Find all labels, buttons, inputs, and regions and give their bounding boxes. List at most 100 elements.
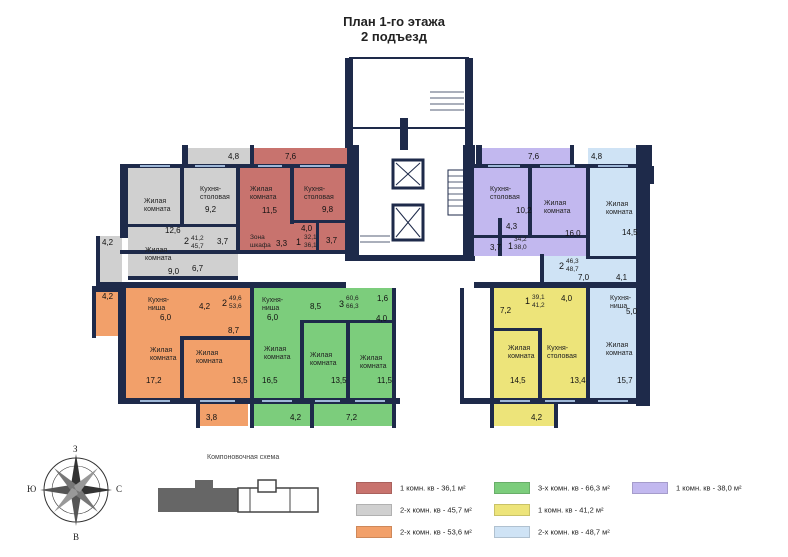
orange-living-sum: 49,6	[229, 295, 242, 302]
yellow-hall-area: 7,2	[500, 306, 512, 315]
apartment-orange[interactable]	[96, 288, 250, 426]
orange-rooms-count: 2	[222, 298, 227, 308]
green-wc-area: 1,6	[377, 294, 389, 303]
red-hall-area: 3,7	[326, 236, 338, 245]
legend-item-grey: 2-х комн. кв - 45,7 м²	[356, 504, 472, 516]
legend-swatch	[356, 504, 392, 516]
grey-rooms-count: 2	[184, 236, 189, 246]
apartment-green[interactable]	[254, 288, 394, 426]
grey-balcony2-area: 4,2	[102, 238, 114, 247]
purple-living-area: 16,0	[565, 229, 581, 238]
legend-swatch	[494, 526, 530, 538]
legend-item-orange: 2-х комн. кв - 53,6 м²	[356, 526, 472, 538]
orange-living2-area: 13,5	[232, 376, 248, 385]
lightblue-kitchen-area: 5,0	[626, 307, 638, 316]
lightblue-living2-area: 15,7	[617, 376, 633, 385]
lightblue-bath-area: 4,1	[616, 273, 628, 282]
legend-item-green: 3-х комн. кв - 66,3 м²	[494, 482, 610, 494]
yellow-bath-area: 4,0	[561, 294, 573, 303]
purple-kitchen-area: 10,2	[516, 206, 532, 215]
legend-swatch	[632, 482, 668, 494]
orange-bath-area: 4,2	[199, 302, 211, 311]
red-zone-area: 3,3	[276, 239, 288, 248]
purple-total-area: 38,0	[514, 244, 527, 251]
compass-rose-icon	[40, 454, 112, 526]
green-balcony1-area: 4,2	[290, 413, 302, 422]
grey-bath-area: 3,7	[217, 237, 229, 246]
lightblue-living1-area: 14,5	[622, 228, 638, 237]
legend-item-red: 1 комн. кв - 36,1 м²	[356, 482, 466, 494]
compass-south-letter: В	[73, 532, 80, 542]
lightblue-total-area: 48,7	[566, 266, 579, 273]
legend-item-lightblue: 2-х комн. кв - 48,7 м²	[494, 526, 610, 538]
legend-item-purple: 1 комн. кв - 38,0 м²	[632, 482, 742, 494]
green-kitchen-label: Кухня-ниша	[262, 297, 284, 312]
lightblue-rooms-count: 2	[559, 261, 564, 271]
purple-balcony-area: 7,6	[528, 152, 540, 161]
lightblue-hall-area: 7,0	[578, 273, 590, 282]
compass-west-letter: Ю	[27, 484, 37, 494]
green-balcony2-area: 7,2	[346, 413, 358, 422]
red-kitchen-label: Кухня-столовая	[304, 186, 334, 201]
purple-hall-area: 3,7	[490, 243, 502, 252]
lightblue-balcony-area: 4,8	[591, 152, 603, 161]
yellow-balcony-area: 4,2	[531, 413, 543, 422]
green-living2-area: 13,5	[331, 376, 347, 385]
green-rooms-count: 3	[339, 299, 344, 309]
plan-title: План 1-го этажа	[343, 14, 445, 29]
apartment-red[interactable]	[238, 148, 347, 251]
legend-item-yellow: 1 комн. кв - 41,2 м²	[494, 504, 604, 516]
layout-scheme	[158, 479, 319, 513]
grey-living1-area: 12,6	[165, 226, 181, 235]
orange-total-area: 53,6	[229, 303, 242, 310]
red-living-area: 11,5	[262, 206, 278, 215]
corridor	[400, 288, 460, 398]
yellow-living-sum: 39,1	[532, 294, 545, 301]
yellow-rooms-count: 1	[525, 296, 530, 306]
grey-hall-area: 6,7	[192, 264, 204, 273]
orange-kitchen-label: Кухня-ниша	[148, 297, 170, 312]
legend-swatch	[356, 482, 392, 494]
yellow-kitchen-label: Кухня-столовая	[547, 345, 577, 360]
grey-living2-area: 9,0	[168, 267, 180, 276]
green-living1-area: 16,5	[262, 376, 278, 385]
lightblue-living-sum: 46,3	[566, 258, 579, 265]
legend-swatch	[494, 482, 530, 494]
orange-balcony-area: 4,2	[102, 292, 114, 301]
green-total-area: 66,3	[346, 303, 359, 310]
grey-living-sum: 41,2	[191, 235, 204, 242]
legend-swatch	[356, 526, 392, 538]
entrance-subtitle: 2 подъезд	[361, 29, 427, 44]
lightblue-kitchen-label: Кухня-ниша	[610, 295, 632, 310]
central-core	[345, 57, 475, 261]
windows	[140, 165, 628, 402]
green-living3-area: 11,5	[377, 376, 393, 385]
yellow-total-area: 41,2	[532, 302, 545, 309]
red-total-area: 36,1	[304, 242, 317, 249]
orange-living1-area: 17,2	[146, 376, 162, 385]
red-bath-area: 4,0	[301, 224, 313, 233]
green-living-sum: 60,6	[346, 295, 359, 302]
red-rooms-count: 1	[296, 237, 301, 247]
compass-east-letter: С	[116, 484, 123, 494]
orange-hall-area: 8,7	[228, 326, 240, 335]
yellow-living-area: 14,5	[510, 376, 526, 385]
grey-kitchen-area: 9,2	[205, 205, 217, 214]
orange-kitchen-area: 6,0	[160, 313, 172, 322]
orange-balcony2-area: 3,8	[206, 413, 218, 422]
walls	[92, 145, 654, 428]
red-kitchen-area: 9,8	[322, 205, 334, 214]
red-living-sum: 32,1	[304, 234, 317, 241]
